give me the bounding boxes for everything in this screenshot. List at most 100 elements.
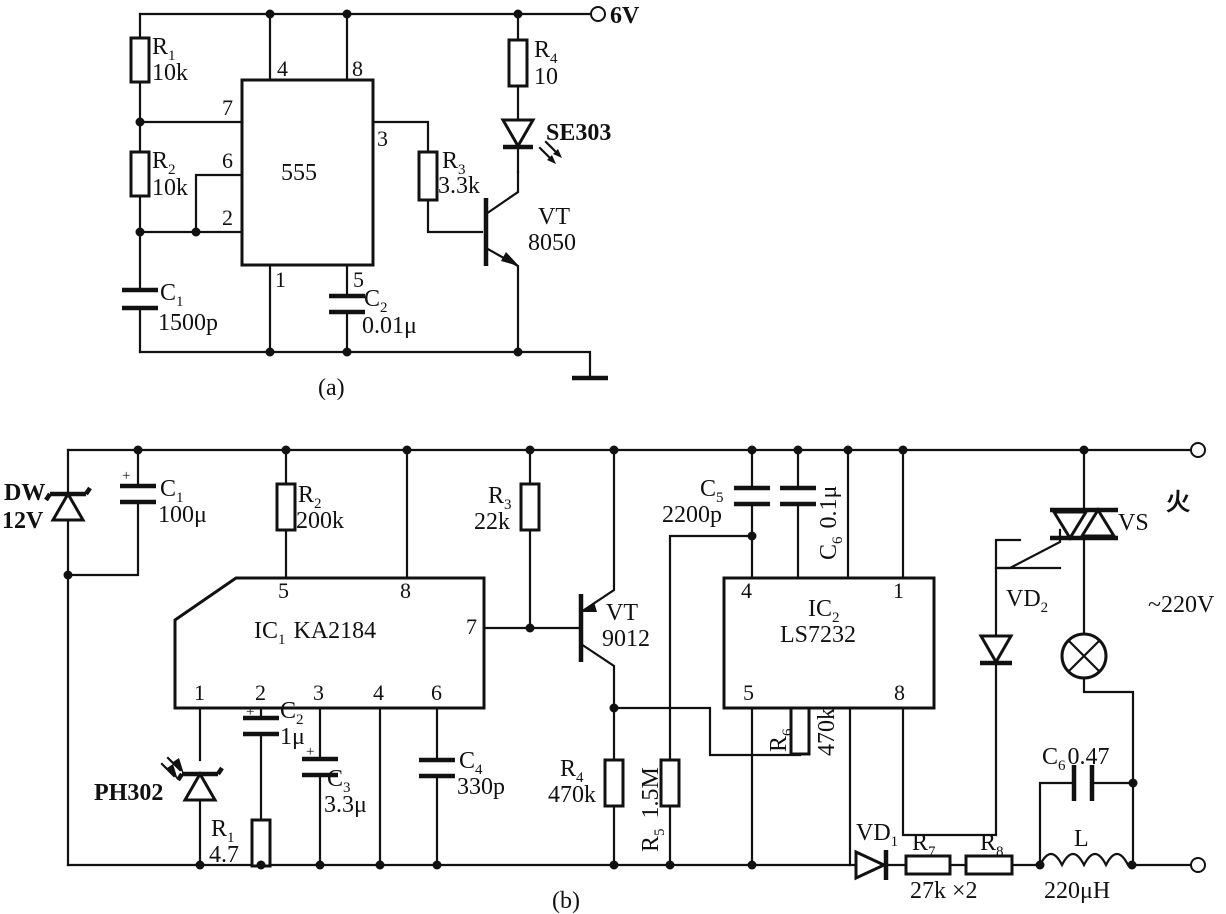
b-c1-value: 100μ <box>158 502 207 528</box>
b-r1-value: 4.7 <box>209 842 239 868</box>
b-c6a-value: 0.1μ <box>816 486 842 529</box>
svg-text:R3: R3 <box>442 148 466 178</box>
b-c3-ref: C <box>327 766 343 792</box>
b-c5-ref: C <box>700 476 716 502</box>
b-ic1-pin4: 4 <box>373 680 384 705</box>
b-ic1-pin7: 7 <box>466 614 477 639</box>
a-led <box>500 118 536 150</box>
b-vd1 <box>854 849 888 881</box>
b-ic1-pin1: 1 <box>194 680 205 705</box>
a-pin5: 5 <box>353 267 364 292</box>
b-ph302-label: PH302 <box>94 780 163 806</box>
b-r1-sub: 1 <box>227 830 235 846</box>
svg-text:R4: R4 <box>560 756 584 786</box>
b-r8-sub: 8 <box>996 844 1004 860</box>
b-dw-value: 12V <box>2 508 44 534</box>
b-c3-value: 3.3μ <box>324 792 367 818</box>
b-ic2-pin8: 8 <box>894 680 905 705</box>
b-c5 <box>734 485 770 507</box>
b-c6b-value: 0.47 <box>1068 744 1110 770</box>
b-r5 <box>659 758 681 808</box>
a-pin2: 2 <box>222 205 233 230</box>
b-ph302 <box>182 770 218 802</box>
b-vd1-sub: 1 <box>891 834 899 850</box>
b-vd1-ref: VD <box>856 820 891 846</box>
b-ic1-pin3: 3 <box>313 680 324 705</box>
b-ic1-pin5: 5 <box>278 578 289 603</box>
svg-text:C5: C5 <box>700 476 724 506</box>
b-c1-sub: 1 <box>176 490 184 506</box>
b-ic2-pin5: 5 <box>743 680 754 705</box>
b-c6a-ref: C <box>816 544 842 560</box>
svg-text:C3: C3 <box>327 766 351 796</box>
b-r6-sub: 6 <box>780 728 796 736</box>
svg-text:VD2: VD2 <box>1006 586 1048 616</box>
b-r7-ref: R <box>912 830 928 856</box>
b-ic1-pin2: 2 <box>255 680 266 705</box>
b-r5-sub: 5 <box>652 828 668 836</box>
svg-text:R51.5M: R5 1.5M <box>638 767 668 852</box>
b-inductor <box>1038 852 1134 868</box>
a-ic-label: 555 <box>281 160 317 186</box>
b-r2-ref: R <box>298 482 314 508</box>
b-ic1 <box>173 576 486 710</box>
a-ic-555 <box>240 78 375 267</box>
b-ic1-value: KA2184 <box>294 618 377 644</box>
svg-text:VD1: VD1 <box>856 820 898 850</box>
a-r1-ref: R <box>152 34 168 60</box>
svg-text:C4: C4 <box>459 748 483 778</box>
a-pin1: 1 <box>275 267 286 292</box>
b-c6b-ref: C <box>1042 744 1058 770</box>
b-r4-ref: R <box>560 756 576 782</box>
b-r8 <box>964 854 1014 876</box>
svg-text:C1: C1 <box>160 476 184 506</box>
a-r3-value: 3.3k <box>438 173 480 199</box>
b-vd2-sub: 2 <box>1041 600 1049 616</box>
a-r2-sub: 2 <box>168 162 176 178</box>
a-r3-ref: R <box>442 148 458 174</box>
b-dw-zener <box>50 490 86 522</box>
svg-text:R6: R6 <box>766 728 796 752</box>
b-c1-plus: + <box>122 468 130 484</box>
b-l-value: 220μH <box>1044 878 1110 904</box>
a-r4-ref: R <box>534 37 550 63</box>
svg-text:C2: C2 <box>280 698 304 728</box>
a-r3-sub: 3 <box>458 162 466 178</box>
b-c5-sub: 5 <box>716 490 724 506</box>
svg-text:C60.47: C60.47 <box>1042 744 1110 774</box>
b-vt-ref: VT <box>606 600 638 626</box>
b-c5-value: 2200p <box>662 502 722 528</box>
a-r4-value: 10 <box>534 64 558 90</box>
b-c2-value: 1μ <box>280 724 305 750</box>
b-c2-plus: + <box>246 704 254 720</box>
svg-text:R2: R2 <box>298 482 322 512</box>
b-ic2-ref: IC <box>808 596 832 622</box>
a-c2-ref: C <box>364 286 380 312</box>
a-pin3: 3 <box>377 126 388 151</box>
b-vs-label: VS <box>1118 510 1149 536</box>
b-r6-value: 470k <box>814 708 840 756</box>
b-c2-sub: 2 <box>296 712 304 728</box>
b-c6b-sub: 6 <box>1058 758 1066 774</box>
b-c6a <box>780 485 816 507</box>
b-r8-ref: R <box>980 830 996 856</box>
b-r5-ref: R <box>638 836 664 852</box>
b-r3-ref: R <box>488 483 504 509</box>
a-vt-ref: VT <box>538 204 570 230</box>
a-c1-ref: C <box>160 280 176 306</box>
b-r7-sub: 7 <box>928 844 936 860</box>
a-caption: (a) <box>318 375 345 401</box>
a-r4 <box>507 38 529 88</box>
a-c2-value: 0.01μ <box>362 313 417 339</box>
svg-text:R8: R8 <box>980 830 1004 860</box>
b-c4-sub: 4 <box>475 762 483 778</box>
svg-text:R1: R1 <box>152 34 176 64</box>
b-ic1-ref: IC <box>254 618 278 644</box>
b-r5-value: 1.5M <box>638 767 664 818</box>
svg-text:R3: R3 <box>488 483 512 513</box>
a-r2 <box>129 150 151 198</box>
b-ic2-value: LS7232 <box>780 622 856 648</box>
b-c6b <box>1071 765 1095 801</box>
